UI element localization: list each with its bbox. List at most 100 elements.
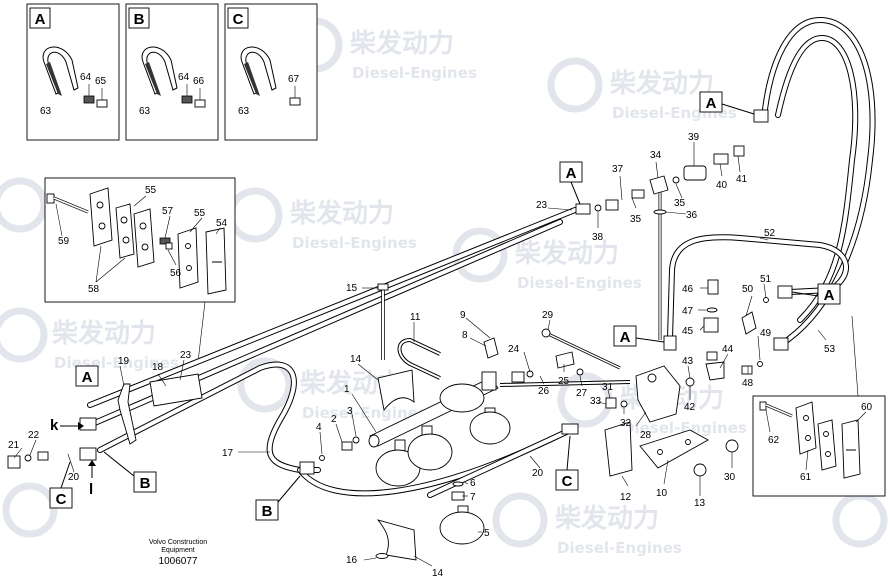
- o-ring-icon: [706, 307, 718, 313]
- o-ring-icon: [685, 377, 695, 387]
- hose-end-icon: [79, 417, 97, 431]
- part-label: 31: [602, 382, 614, 393]
- callout-label: A: [706, 95, 717, 112]
- o-ring-icon: [594, 204, 602, 212]
- part-label: 4: [316, 422, 322, 433]
- arrow-right-icon: [78, 422, 84, 430]
- watermark-en-text: Diesel-Engines: [622, 419, 747, 437]
- nut-icon: [703, 317, 719, 333]
- panel-c: C 63 67: [224, 3, 318, 141]
- callout-a-mid: A: [613, 325, 665, 347]
- clamp-half-icon: [795, 401, 817, 455]
- part-label: 25: [558, 376, 570, 387]
- bracket-icon: [377, 369, 415, 412]
- callout-b-left: B: [103, 451, 157, 493]
- part-label: 48: [742, 378, 754, 389]
- panel-a-label-box: [29, 7, 51, 29]
- clamp-strap-icon: [42, 46, 79, 96]
- part-label: 12: [620, 492, 632, 503]
- part-label: 59: [58, 236, 70, 247]
- part-label: 65: [95, 76, 107, 87]
- spacer-icon: [289, 97, 301, 106]
- part-label: 56: [170, 268, 182, 279]
- nipple-icon: [741, 365, 753, 375]
- plug-icon: [733, 145, 745, 157]
- watermark-cn-text: 柴发动力: [514, 238, 619, 269]
- callout-label: C: [562, 473, 573, 490]
- callout-box: [255, 499, 279, 521]
- part-label: 8: [462, 330, 468, 341]
- caption-line1: Volvo Construction: [149, 539, 207, 546]
- hose-upper-loop: [667, 234, 849, 341]
- hose-end-icon: [773, 337, 789, 351]
- part-label: 46: [682, 284, 694, 295]
- panel-b: B 63 64 66: [125, 3, 219, 141]
- callout-box: [817, 283, 841, 305]
- part-label: 53: [824, 344, 836, 355]
- leader-lines: [13, 142, 827, 567]
- hose-end-icon: [753, 109, 769, 123]
- part-label: 16: [346, 555, 358, 566]
- part-label: 40: [716, 180, 728, 191]
- mounting-plate-icon: [639, 429, 709, 469]
- hose-end-icon: [663, 335, 677, 351]
- watermark-right: 柴发动力 Diesel-Engines: [547, 57, 737, 122]
- bolt-icon: [377, 283, 389, 360]
- part-label: 35: [630, 214, 642, 225]
- part-label: 29: [542, 310, 554, 321]
- clamp-plate-icon: [177, 227, 199, 289]
- part-label: 43: [682, 356, 694, 367]
- adapter-icon: [605, 199, 619, 211]
- cable-tie-icon: [117, 383, 137, 445]
- clamp-strap-icon: [141, 46, 178, 96]
- callout-label: C: [56, 491, 67, 508]
- bolt-icon: [541, 328, 621, 370]
- part-label: 23: [180, 350, 192, 361]
- part-label: 30: [724, 472, 736, 483]
- part-label: 44: [722, 344, 734, 355]
- part-label: 21: [8, 440, 20, 451]
- part-label: 49: [760, 328, 772, 339]
- nut-icon: [693, 463, 707, 477]
- part-label: 47: [682, 306, 694, 317]
- detail-left-frame: [44, 177, 236, 303]
- part-label: 19: [118, 356, 130, 367]
- panel-b-label: B: [134, 11, 145, 28]
- o-ring-icon: [452, 481, 464, 487]
- part-label: 63: [40, 106, 52, 117]
- elbow-icon: [741, 311, 757, 335]
- part-label: 55: [145, 185, 157, 196]
- nipple-icon: [605, 397, 617, 409]
- part-label: 2: [331, 414, 337, 425]
- hose-end-icon: [7, 455, 21, 469]
- panel-b-label-box: [128, 7, 150, 29]
- adapter-icon: [707, 279, 719, 295]
- callout-a-topright: A: [699, 91, 755, 115]
- fittings: [7, 109, 793, 559]
- elbow-icon: [705, 361, 725, 381]
- detail-right: 62 60 61: [752, 315, 886, 497]
- callout-label: B: [140, 475, 151, 492]
- clip-icon: [83, 95, 95, 104]
- clip-icon: [181, 95, 193, 104]
- part-label: 28: [640, 430, 652, 441]
- callout-box: [613, 325, 637, 347]
- part-label: 34: [650, 150, 662, 161]
- clamp-half-icon: [89, 187, 113, 247]
- clamp-half-icon: [133, 208, 155, 268]
- part-label: 60: [861, 402, 873, 413]
- panel-c-label: C: [233, 11, 244, 28]
- callout-box: [133, 471, 157, 493]
- nipple-icon: [706, 351, 718, 361]
- part-label: 10: [656, 488, 668, 499]
- part-label: 13: [694, 498, 706, 509]
- part-label: 50: [742, 284, 754, 295]
- part-label: 3: [347, 406, 353, 417]
- o-ring-icon: [576, 368, 584, 376]
- accumulator-icon: [375, 439, 421, 487]
- part-label: 17: [222, 448, 234, 459]
- part-label: 61: [800, 472, 812, 483]
- clamp-half-icon: [817, 419, 837, 471]
- callout-label: A: [620, 329, 631, 346]
- detail-right-frame: [752, 395, 886, 497]
